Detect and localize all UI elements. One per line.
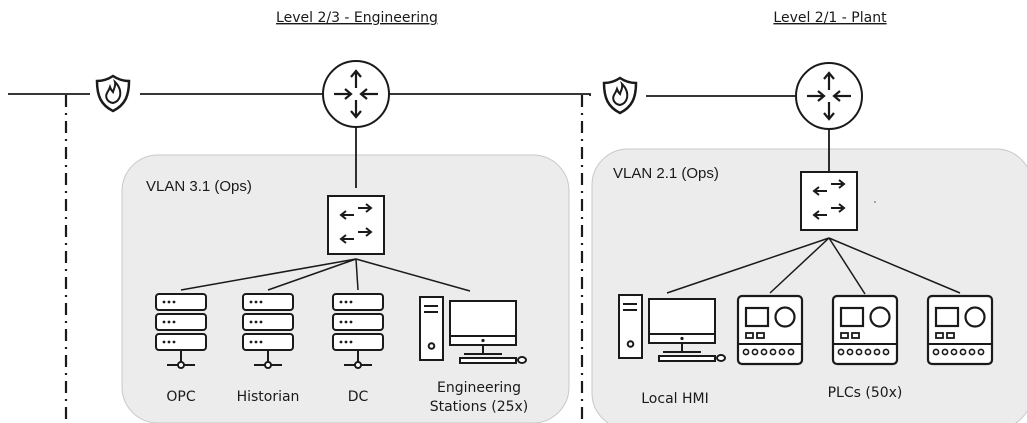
- router-icon: [321, 59, 391, 129]
- plant-links: [666, 237, 961, 295]
- historian-label: Historian: [237, 389, 300, 405]
- vlan-3-1-label: VLAN 3.1 (Ops): [146, 178, 252, 195]
- switch-icon: [800, 171, 858, 231]
- plc-icon: [736, 294, 804, 366]
- opc-label: OPC: [166, 389, 195, 405]
- vlan-2-1-panel: [591, 148, 1027, 423]
- switch-icon: [327, 195, 385, 255]
- dc-label: DC: [348, 389, 369, 405]
- plc-icon: [831, 294, 899, 366]
- plcs-label: PLCs (50x): [828, 385, 903, 401]
- local-hmi-label: Local HMI: [641, 391, 708, 407]
- firewall-icon: [95, 74, 131, 113]
- engineering-links: [180, 258, 471, 292]
- engineering-stations-label-line2: Stations (25x): [430, 399, 529, 415]
- firewall-icon: [602, 76, 638, 115]
- plant-zone-title: Level 2/1 - Plant: [773, 10, 887, 26]
- engineering-zone-title: Level 2/3 - Engineering: [276, 10, 438, 26]
- plc-icon: [926, 294, 994, 366]
- engineering-stations-label-line1: Engineering: [437, 380, 521, 396]
- vlan-3-1-panel: [121, 154, 570, 423]
- stray-dot: [874, 201, 876, 203]
- router-icon: [794, 61, 864, 131]
- vlan-2-1-label: VLAN 2.1 (Ops): [613, 165, 719, 182]
